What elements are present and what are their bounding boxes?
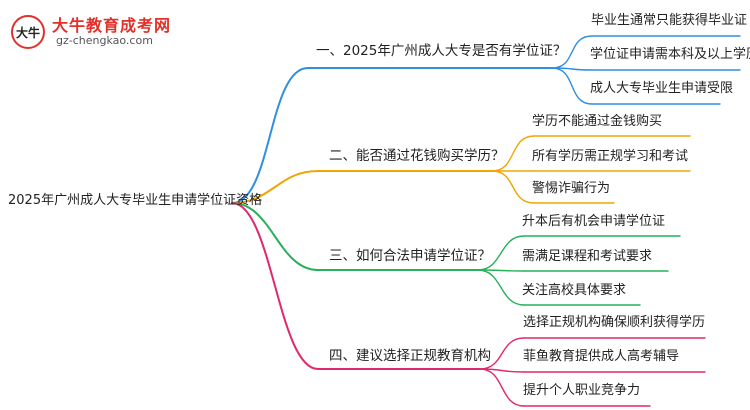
logo-url: gz-chengkao.com [56,34,153,47]
leaf-4-2: 菲鱼教育提供成人高考辅导 [523,349,680,364]
branch-1-label: 一、2025年广州成人大专是否有学位证？ [316,43,567,59]
branch-2-connector [231,170,319,204]
leaf-3-1-connector [477,235,525,271]
leaf-2-1-connector [491,135,535,172]
branch-2-label: 二、能否通过花钱购买学历？ [329,148,505,164]
leaf-4-1-connector [479,337,525,370]
branch-4-connector [231,202,319,370]
leaf-1-3: 成人大专毕业生申请受限 [590,81,734,96]
leaf-1-2: 学位证申请需本科及以上学历 [590,47,750,62]
leaf-1-1: 毕业生通常只能获得毕业证 [591,13,748,28]
leaf-3-3-connector [477,269,525,306]
leaf-2-1: 学历不能通过金钱购买 [532,114,663,129]
leaf-2-3: 警惕诈骗行为 [532,181,611,196]
bull-logo-icon: 大牛 [11,15,45,49]
leaf-1-3-connector [551,67,593,105]
logo-badge-text: 大牛 [16,25,40,40]
leaf-4-3-connector [479,368,525,407]
leaf-2-3-connector [491,170,535,204]
branch-3-connector [231,202,319,271]
leaf-3-2: 需满足课程和考试要求 [522,249,653,264]
leaf-3-3: 关注高校具体要求 [522,283,627,298]
leaf-2-2: 所有学历需正规学习和考试 [532,149,689,164]
leaf-3-1: 升本后有机会申请学位证 [522,214,666,229]
branch-4-label: 四、建议选择正规教育机构 [329,348,491,364]
leaf-4-1: 选择正规机构确保顺利获得学历 [523,315,706,330]
logo-title: 大牛教育成考网 [52,16,172,35]
site-logo[interactable]: 大牛 大牛教育成考网 gz-chengkao.com [6,10,196,54]
branch-3-label: 三、如何合法申请学位证？ [329,248,491,264]
leaf-1-1-connector [551,35,593,69]
leaf-4-3: 提升个人职业竞争力 [523,383,641,398]
root-topic: 2025年广州成人大专毕业生申请学位证资格 [8,193,263,208]
branch-1-connector [231,67,309,204]
